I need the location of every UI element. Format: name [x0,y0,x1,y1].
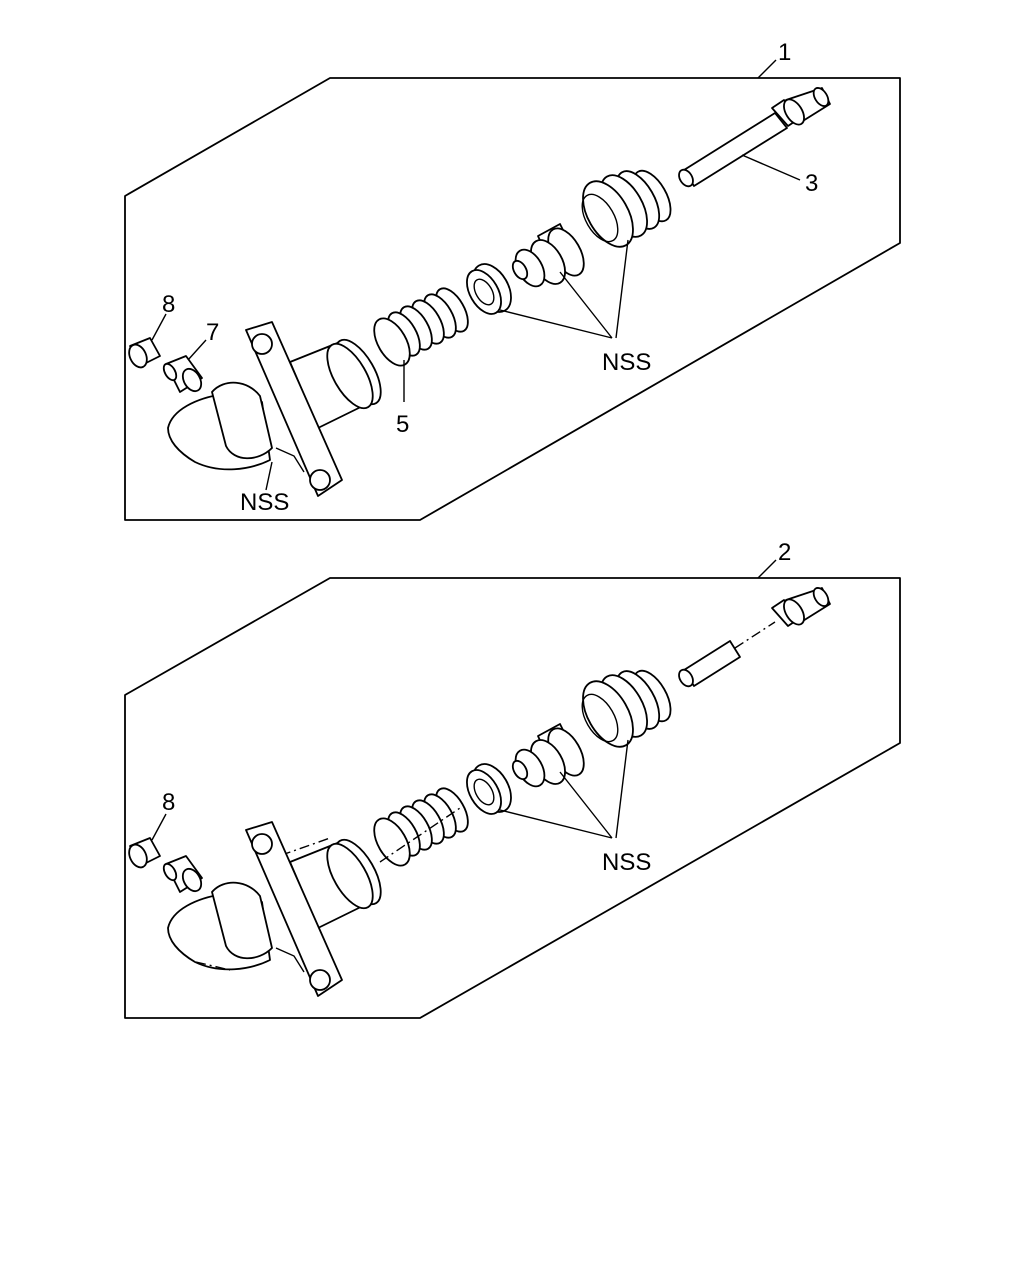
boot [581,169,672,248]
bleeder-leader [187,339,207,361]
spring [373,287,469,367]
dust-cap [128,337,161,369]
pushrod-leader [741,154,801,181]
bleeder-label: 7 [206,319,219,346]
piston-2 [511,723,585,788]
seal-cup-2 [466,763,512,815]
piston [511,223,585,288]
bleeder-screw [162,355,203,393]
cylinder-body-2 [167,821,382,997]
nss-seals-label-2: NSS [602,849,651,876]
cap-leader-2 [151,813,167,841]
assembly-2: 2 [124,539,901,1019]
callout-2-label: 2 [778,539,791,566]
bleeder-screw-2 [162,855,203,893]
nss-bracket-label: NSS [240,489,289,516]
boot-2 [581,669,672,748]
cylinder-body [167,321,382,497]
spring-label: 5 [396,411,409,438]
nss-leaders-2 [499,739,629,839]
dust-cap-2 [128,837,161,869]
cap-leader [151,313,167,341]
callout-1-label: 1 [778,39,791,66]
spring-2 [373,787,469,867]
cap-label: 8 [162,291,175,318]
pushrod-label: 3 [805,170,818,197]
nss-bracket-leader [265,461,273,491]
cap-label-2: 8 [162,789,175,816]
callout-1-leader [757,59,777,79]
nss-leaders [499,239,629,339]
pushrod [678,87,831,188]
assembly-1: 1 3 [124,39,901,521]
callout-2-leader [757,559,777,579]
pushrod-2 [678,587,831,688]
assembly-1-frame [124,77,901,521]
seal-cup [466,263,512,315]
assembly-2-frame [124,577,901,1019]
nss-seals-label: NSS [602,349,651,376]
